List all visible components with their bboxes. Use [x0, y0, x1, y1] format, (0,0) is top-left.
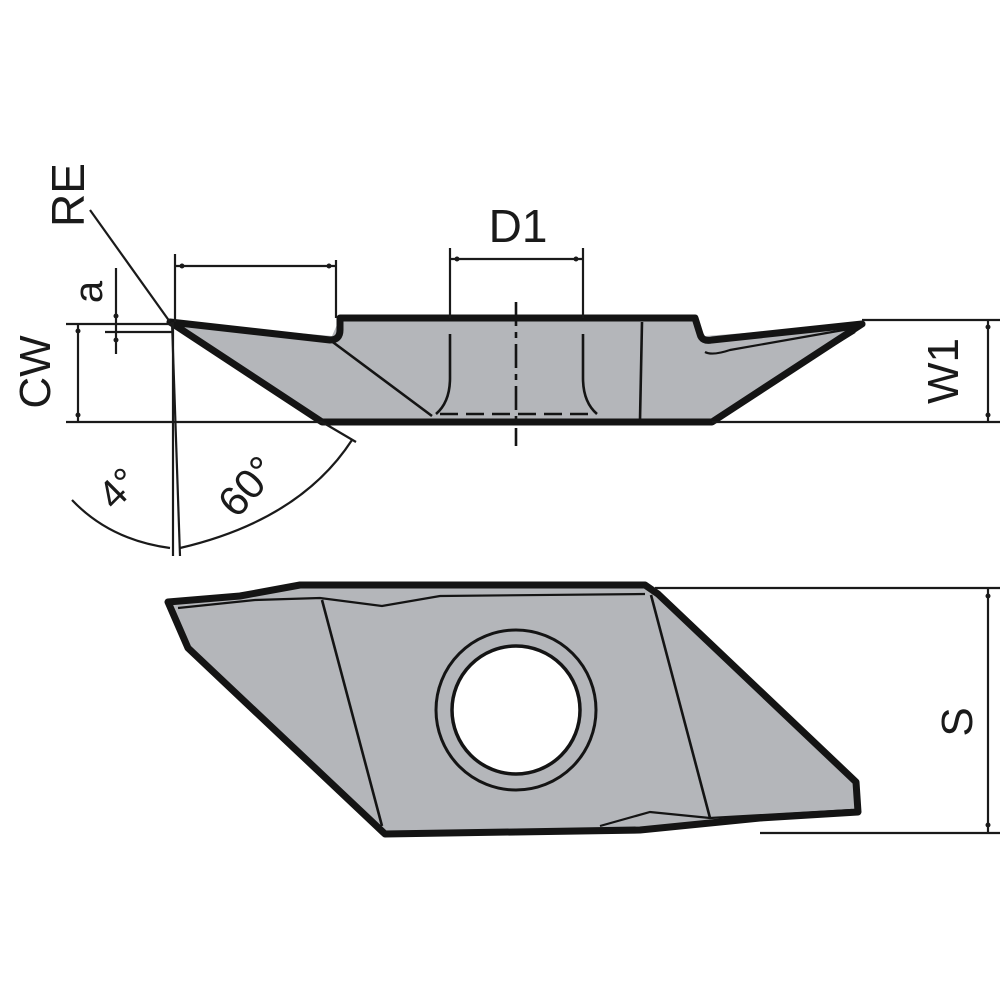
dimension-w1: W1	[712, 318, 1000, 424]
label-s: S	[933, 707, 982, 736]
label-d1: D1	[489, 200, 548, 252]
mounting-hole-countersink	[434, 628, 598, 792]
top-view	[164, 581, 862, 838]
top-view-outline	[164, 581, 862, 838]
dimension-re: RE	[42, 163, 171, 323]
label-angle-4: 4°	[90, 460, 148, 518]
dimension-cw: CW	[11, 322, 322, 424]
label-cw: CW	[11, 335, 60, 409]
dimension-s: S	[655, 586, 1000, 835]
dimension-d1: D1	[448, 200, 585, 318]
side-view-outline	[166, 314, 866, 426]
label-a: a	[67, 280, 111, 303]
dimension-tip-width	[173, 254, 338, 322]
side-view	[166, 302, 866, 446]
mounting-hole	[450, 644, 582, 776]
label-re: RE	[42, 163, 94, 227]
side-view-body	[170, 318, 862, 422]
label-w1: W1	[919, 338, 968, 404]
dimension-a: a	[67, 268, 172, 354]
label-angle-60: 60°	[209, 447, 286, 526]
